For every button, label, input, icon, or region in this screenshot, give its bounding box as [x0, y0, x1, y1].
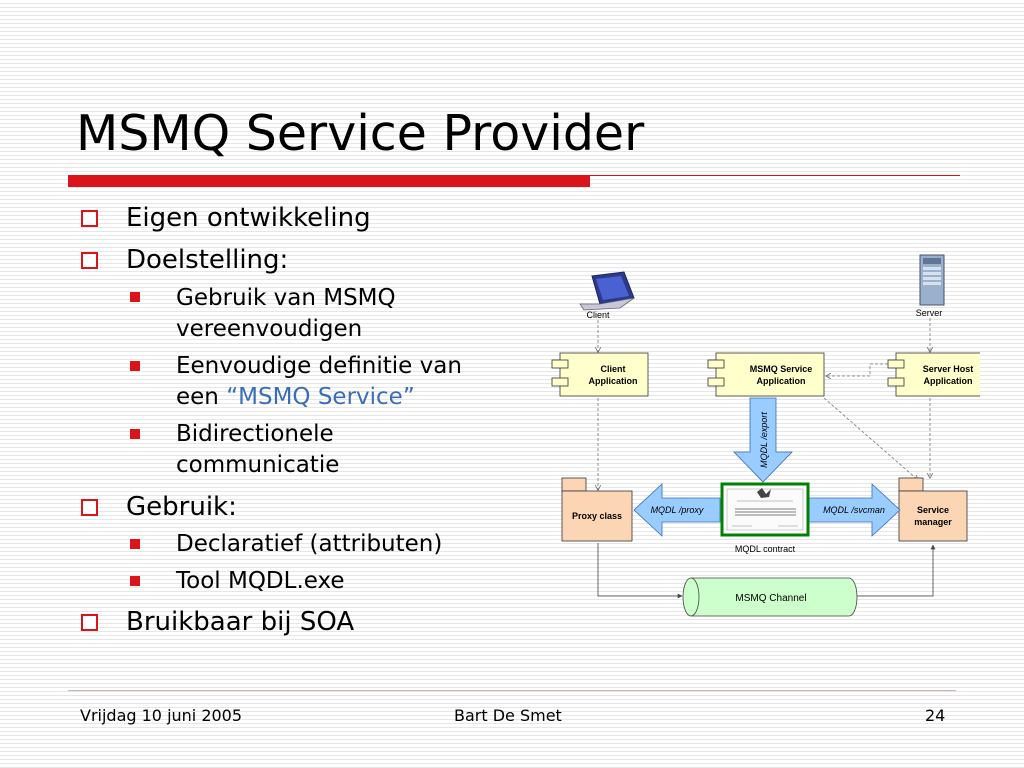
server-icon	[919, 254, 945, 306]
title-underline-thick	[68, 175, 590, 187]
square-bullet-icon	[81, 252, 98, 269]
service-manager-line1: Service	[917, 505, 949, 515]
slide-title: MSMQ Service Provider	[76, 105, 645, 162]
sub-bullet-definitie-line2: een “MSMQ Service”	[176, 382, 415, 413]
sub-bullet-bidirectioneel-line1: Bidirectionele	[176, 421, 334, 447]
bullet-bruikbaar-soa: Bruikbaar bij SOA	[126, 607, 355, 637]
bullet-eigen-ontwikkeling: Eigen ontwikkeling	[126, 203, 371, 233]
msmq-service-application-component	[707, 352, 825, 397]
mqdl-proxy-arrow	[633, 483, 721, 537]
msmq-channel-cylinder	[682, 577, 858, 617]
server-label: Server	[916, 308, 943, 318]
client-label: Client	[586, 310, 610, 320]
sub-bullet-definitie-line1: Eenvoudige definitie van	[176, 353, 462, 379]
bullet-doelstelling: Doelstelling:	[126, 245, 289, 275]
square-bullet-icon	[81, 210, 98, 227]
filled-bullet-icon	[130, 429, 140, 439]
proxy-class-package	[561, 477, 633, 542]
square-bullet-icon	[81, 499, 98, 516]
filled-bullet-icon	[130, 539, 140, 549]
footer-date: Vrijdag 10 juni 2005	[80, 706, 243, 725]
filled-bullet-icon	[130, 361, 140, 371]
sub-bullet-gebruik-msmq-line1: Gebruik van MSMQ	[176, 285, 396, 311]
client-application-component	[551, 352, 649, 397]
mqdl-svcman-arrow	[807, 483, 901, 537]
service-manager-package	[898, 477, 968, 542]
msmq-service-application-line2: Application	[757, 376, 806, 386]
mqdl-svcman-label: MQDL /svcman	[823, 505, 885, 515]
title-underline-thin	[590, 175, 960, 176]
server-host-application-line2: Application	[924, 376, 973, 386]
service-manager-line2: manager	[914, 517, 952, 527]
server-host-application-component	[887, 352, 980, 397]
sub-bullet-bidirectioneel-line2: communicatie	[176, 452, 340, 478]
proxy-class-label: Proxy class	[572, 511, 622, 521]
sub-bullet-gebruik-msmq-line2: vereenvoudigen	[176, 316, 363, 342]
bullet-gebruik: Gebruik:	[126, 492, 237, 522]
laptop-icon	[579, 271, 635, 311]
mqdl-contract-document	[720, 482, 810, 537]
footer-page-number: 24	[925, 706, 946, 725]
msmq-channel-label: MSMQ Channel	[735, 593, 806, 604]
sub-bullet-definitie-prefix: een	[176, 384, 227, 410]
architecture-diagram: Client Server Client Application MSMQ Se…	[551, 254, 980, 617]
msmq-service-application-line1: MSMQ Service	[750, 364, 813, 374]
sub-bullet-tool-mqdl: Tool MQDL.exe	[176, 568, 345, 594]
mqdl-export-label: MQDL /export	[759, 412, 769, 468]
server-host-application-line1: Server Host	[923, 364, 974, 374]
mqdl-proxy-label: MQDL /proxy	[651, 505, 704, 515]
filled-bullet-icon	[130, 576, 140, 586]
footer-divider	[68, 690, 956, 691]
square-bullet-icon	[81, 614, 98, 631]
mqdl-contract-label: MQDL contract	[735, 544, 796, 554]
filled-bullet-icon	[130, 292, 140, 302]
footer-author: Bart De Smet	[454, 706, 562, 725]
sub-bullet-declaratief: Declaratief (attributen)	[176, 531, 443, 557]
mqdl-export-arrow	[733, 397, 793, 483]
msmq-service-highlight: “MSMQ Service”	[226, 384, 415, 410]
client-application-line2: Application	[589, 376, 638, 386]
client-application-line1: Client	[600, 364, 625, 374]
